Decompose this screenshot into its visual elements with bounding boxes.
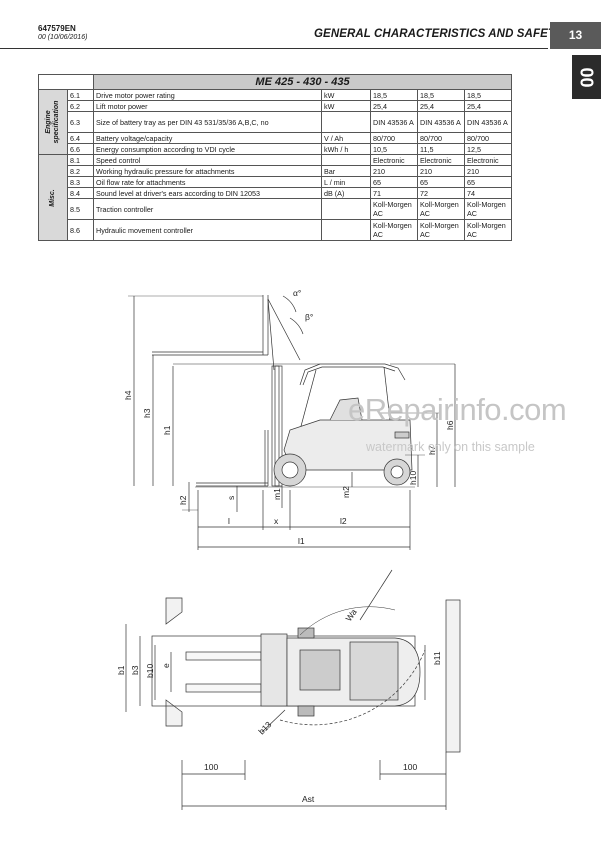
label-l2: l2 xyxy=(340,516,347,526)
watermark-text: eRepairinfo.com xyxy=(348,392,567,427)
label-h2: h2 xyxy=(178,495,188,505)
label-h10: h10 xyxy=(408,471,418,485)
label-e: e xyxy=(161,663,171,668)
label-m2: m2 xyxy=(341,486,351,498)
label-h4: h4 xyxy=(123,390,133,400)
label-100-right: 100 xyxy=(403,762,417,772)
group-label-misc: Misc. xyxy=(38,154,68,241)
forklift-top-view xyxy=(125,569,461,810)
label-h6: h6 xyxy=(445,420,455,430)
label-m1: m1 xyxy=(272,488,282,500)
label-b10: b10 xyxy=(145,664,155,678)
table-row: 6.3 Size of battery tray as per DIN 43 5… xyxy=(39,111,512,133)
model-heading: ME 425 - 430 - 435 xyxy=(93,74,512,90)
document-date: 00 (10/06/2016) xyxy=(38,34,88,41)
label-s: s xyxy=(226,496,236,500)
label-l: l xyxy=(228,516,230,526)
document-code: 647579EN xyxy=(38,24,76,33)
forklift-side-view xyxy=(128,295,456,550)
label-alpha: α° xyxy=(293,288,301,298)
label-b13: b13 xyxy=(256,719,273,736)
table-row: 8.3 Oil flow rate for attachments L / mi… xyxy=(39,176,512,188)
table-row: 8.2 Working hydraulic pressure for attac… xyxy=(39,165,512,177)
label-b11: b11 xyxy=(432,651,442,665)
page-number: 13 xyxy=(550,22,601,49)
header-rule xyxy=(0,48,548,49)
drawing-labels: α° β° h4 h3 h1 h2 s m1 m2 h6 h7 h10 l x … xyxy=(116,288,455,804)
table-row: 8.4 Sound level at driver's ears accordi… xyxy=(39,187,512,199)
label-b1: b1 xyxy=(116,665,126,675)
table-header-row: ME 425 - 430 - 435 xyxy=(38,74,512,90)
label-b3: b3 xyxy=(130,665,140,675)
label-h7: h7 xyxy=(427,445,437,455)
table-row: 8.6 Hydraulic movement controller Koll-M… xyxy=(39,219,512,241)
label-l1: l1 xyxy=(298,536,305,546)
section-tab: 00 xyxy=(572,55,601,99)
label-x: x xyxy=(274,516,279,526)
label-100-left: 100 xyxy=(204,762,218,772)
table-row: 6.4 Battery voltage/capacity V / Ah 80/7… xyxy=(39,132,512,144)
section-title: GENERAL CHARACTERISTICS AND SAFETY xyxy=(314,28,563,40)
label-ast: Ast xyxy=(302,794,315,804)
label-h1: h1 xyxy=(162,425,172,435)
label-beta: β° xyxy=(305,312,313,322)
watermark-subtext: watermark only on this sample xyxy=(366,440,535,454)
label-h3: h3 xyxy=(142,408,152,418)
table-row: Misc. 8.1 Speed control Electronic Elect… xyxy=(38,154,512,241)
